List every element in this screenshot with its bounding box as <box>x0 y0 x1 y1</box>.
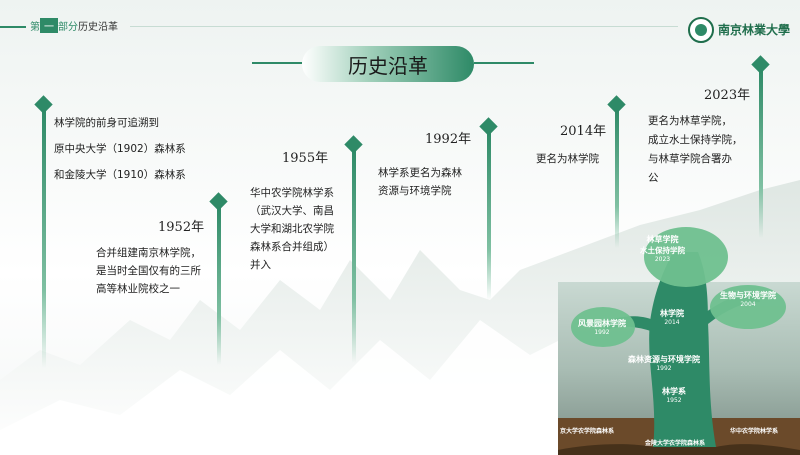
timeline-line: 更名为林草学院， <box>648 115 732 127</box>
header-line <box>130 26 678 27</box>
timeline-line: 原中央大学（1902）森林系 <box>54 143 186 155</box>
timeline-year-1955: 1955年 <box>282 151 329 166</box>
header-line-left <box>0 26 26 28</box>
tree-label-mid: 林学院 2014 <box>660 309 684 326</box>
tree-label-right: 生物与环境学院 2004 <box>720 291 776 308</box>
tree-label-left: 风景园林学院 1992 <box>578 319 626 336</box>
root-label-1: 京大学农学院森林系 <box>560 428 615 435</box>
timeline-line: 资源与环境学院 <box>378 185 452 197</box>
timeline-line: 森林系合并组成） <box>250 241 334 253</box>
timeline-stem-6 <box>759 68 763 238</box>
timeline-line: 林学院的前身可追溯到 <box>54 117 159 129</box>
timeline-line: 是当时全国仅有的三所 <box>96 265 201 277</box>
section-suffix: 部分 <box>58 22 78 33</box>
timeline-line: 公 <box>648 172 659 184</box>
timeline-stem-5 <box>615 108 619 248</box>
timeline-line: 合并组建南京林学院， <box>96 247 201 259</box>
timeline-entry-4: 林学系更名为森林 资源与环境学院 <box>378 164 462 200</box>
timeline-year-1952: 1952年 <box>158 220 205 235</box>
timeline-entry-1: 林学院的前身可追溯到 原中央大学（1902）森林系 和金陵大学（1910）森林系 <box>54 110 186 188</box>
timeline-line: 更名为林学院 <box>536 153 599 165</box>
timeline-entry-6: 更名为林草学院， 成立水土保持学院， 与林草学院合署办 公 <box>648 112 743 188</box>
timeline-line: （武汉大学、南昌 <box>250 205 334 217</box>
timeline-line: 大学和湖北农学院 <box>250 223 334 235</box>
root-label-2: 金陵大学农学院森林系 <box>645 440 706 447</box>
university-name: 南京林業大學 <box>718 23 791 37</box>
timeline-line: 华中农学院林学系 <box>250 187 334 199</box>
timeline-line: 并入 <box>250 259 271 271</box>
timeline-entry-5: 更名为林学院 <box>536 150 599 168</box>
page-title: 历史沿革 <box>302 46 474 82</box>
university-logo-icon <box>688 17 714 43</box>
timeline-line: 与林草学院合署办 <box>648 153 732 165</box>
timeline-entry-2: 合并组建南京林学院， 是当时全国仅有的三所 高等林业院校之一 <box>96 244 201 298</box>
timeline-line: 和金陵大学（1910）森林系 <box>54 169 186 181</box>
timeline-year-2023: 2023年 <box>704 88 751 103</box>
timeline-stem-3 <box>352 148 356 363</box>
timeline-year-2014: 2014年 <box>560 124 607 139</box>
timeline-entry-3: 华中农学院林学系 （武汉大学、南昌 大学和湖北农学院 森林系合并组成） 并入 <box>250 184 334 274</box>
timeline-year-1992: 1992年 <box>425 132 472 147</box>
section-number: 一 <box>40 18 58 33</box>
timeline-line: 成立水土保持学院， <box>648 134 743 146</box>
timeline-stem-1 <box>42 108 46 368</box>
tree-label-top: 林草学院 水土保持学院 2023 <box>640 235 685 263</box>
section-prefix: 第 <box>30 22 40 33</box>
timeline-stem-2 <box>217 205 221 365</box>
timeline-stem-4 <box>487 130 491 300</box>
tree-label-trunk-lower: 林学系 1952 <box>662 387 686 404</box>
title-line-right <box>474 62 534 64</box>
section-title: 历史沿革 <box>78 22 118 33</box>
root-label-3: 华中农学院林学系 <box>730 428 779 435</box>
timeline-line: 林学系更名为森林 <box>378 167 462 179</box>
tree-illustration <box>558 227 800 455</box>
tree-label-trunk-upper: 森林资源与环境学院 1992 <box>628 355 700 372</box>
timeline-line: 高等林业院校之一 <box>96 283 180 295</box>
section-tag: 第一部分 <box>30 18 78 33</box>
title-line-left <box>252 62 302 64</box>
